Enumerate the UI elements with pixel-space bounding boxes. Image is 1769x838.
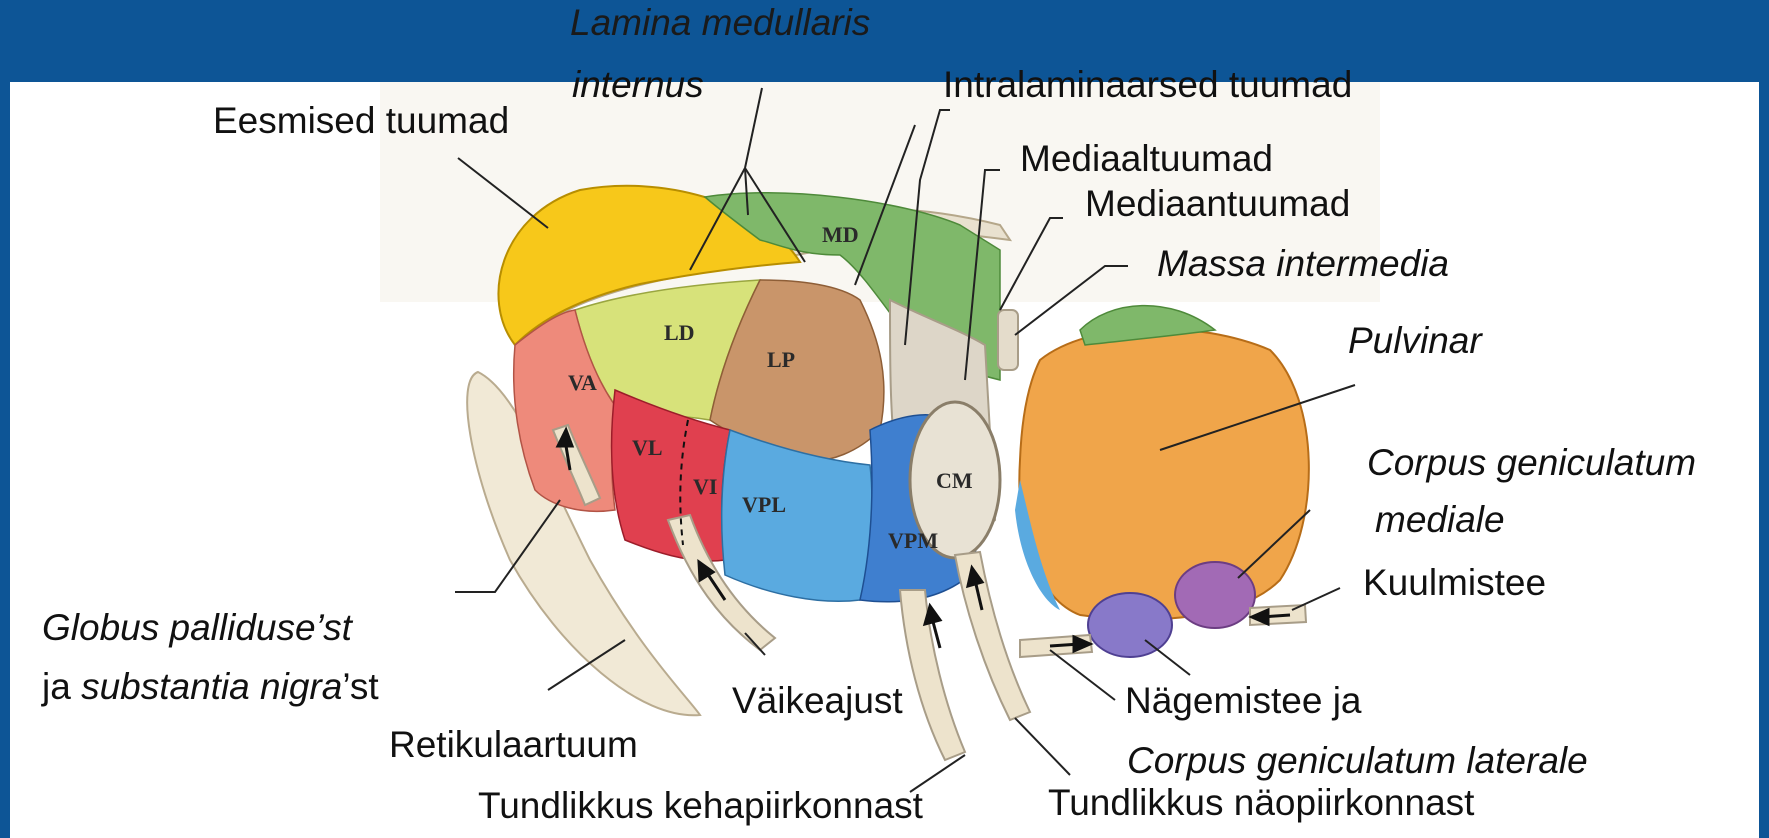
label-pulvinar: Pulvinar (1348, 320, 1482, 363)
label-kuulmistee: Kuulmistee (1363, 562, 1546, 605)
label-intralaminaarsed-tuumad: Intralaminaarsed tuumad (943, 64, 1352, 107)
region-label-ld: LD (664, 320, 695, 345)
region-label-vi: VI (693, 474, 717, 499)
label-substantia-nigra-italic: substantia nigra (81, 666, 342, 707)
label-massa-intermedia: Massa intermedia (1157, 243, 1449, 286)
region-label-vpl: VPL (742, 492, 786, 517)
label-lamina-medullaris: Lamina medullaris (570, 2, 870, 45)
label-vaikeajust: Väikeajust (732, 680, 903, 723)
label-corpus-geniculatum: Corpus geniculatum (1367, 442, 1696, 485)
label-tundlikkus-kehapiirkonnast: Tundlikkus kehapiirkonnast (478, 785, 923, 828)
mgb-region (1175, 562, 1255, 628)
label-mediaaltuumad: Mediaaltuumad (1020, 138, 1273, 181)
label-substantia-nigra: ja substantia nigra’st (42, 666, 379, 709)
massa-intermedia-shape (998, 310, 1018, 370)
region-label-va: VA (568, 370, 597, 395)
label-corpus-geniculatum-laterale: Corpus geniculatum laterale (1127, 740, 1588, 783)
label-mediale: mediale (1375, 499, 1505, 542)
region-label-lp: LP (767, 347, 795, 372)
region-label-vpm: VPM (888, 528, 938, 553)
label-nagemistee: Nägemistee ja (1125, 680, 1362, 723)
label-tundlikkus-naopiirkonnast: Tundlikkus näopiirkonnast (1048, 782, 1474, 825)
pulvinar-region (1019, 329, 1308, 620)
label-mediaantuumad: Mediaantuumad (1085, 183, 1350, 226)
label-globus-pallidus: Globus palliduse’st (42, 607, 352, 650)
region-label-cm: CM (936, 468, 973, 493)
label-eesmised-tuumad: Eesmised tuumad (213, 100, 509, 143)
region-label-vl: VL (632, 435, 663, 460)
region-label-md: MD (822, 222, 859, 247)
lgb-region (1088, 593, 1172, 657)
label-st-suffix: ’st (342, 666, 378, 707)
label-retikulaartuum: Retikulaartuum (389, 724, 638, 767)
label-ja: ja (42, 666, 81, 707)
label-lamina-internus: internus (572, 64, 704, 107)
tract-face (955, 552, 1030, 720)
